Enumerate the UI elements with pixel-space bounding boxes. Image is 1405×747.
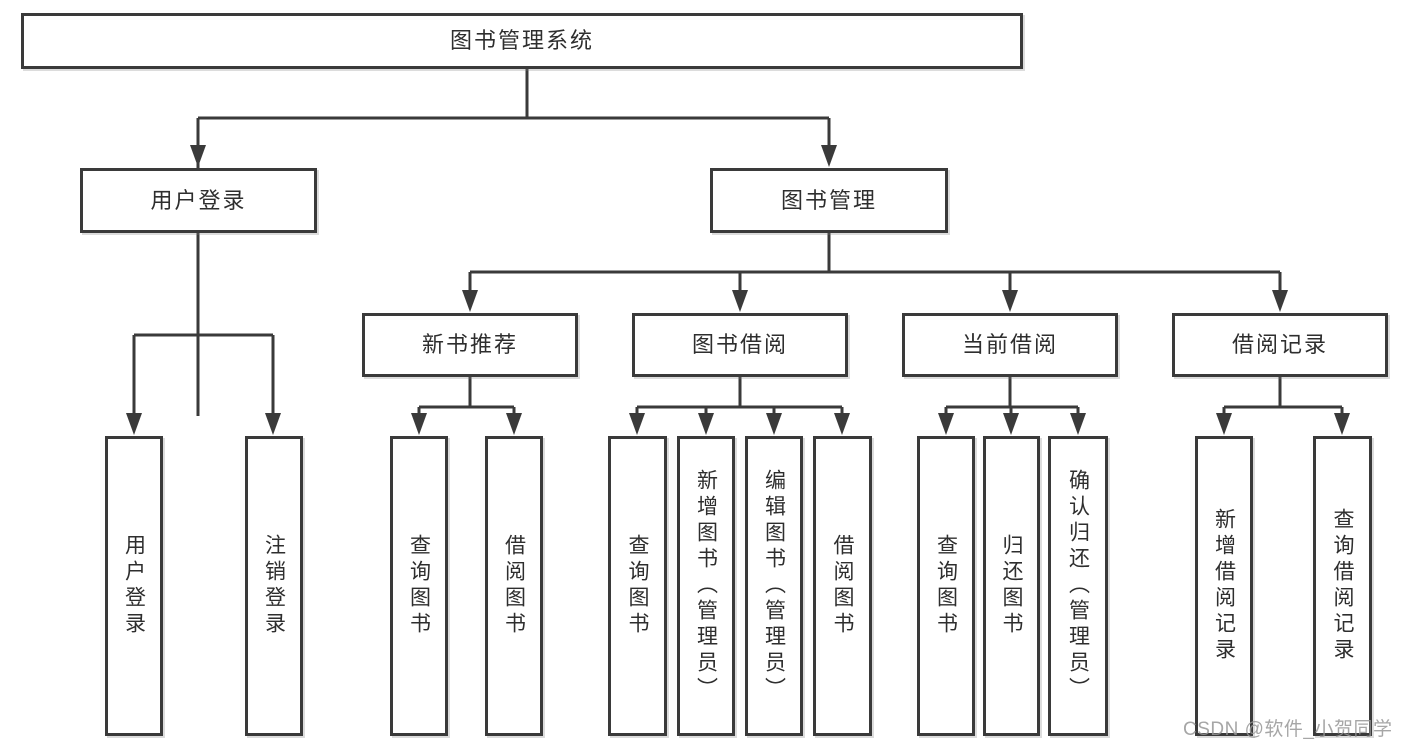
arrowhead xyxy=(629,413,645,435)
node-label: 当前借阅 xyxy=(961,332,1058,357)
arrowhead xyxy=(938,413,954,435)
arrowhead xyxy=(698,413,714,435)
arrowhead xyxy=(1216,413,1232,435)
watermark-text: CSDN @软件_小贺同学 xyxy=(1183,719,1393,740)
arrowhead xyxy=(1334,413,1350,435)
leaf-label: 编辑图书（管理员） xyxy=(762,469,786,703)
node-label: 用户登录 xyxy=(150,187,247,213)
node-book-management: 图书管理 xyxy=(710,168,948,233)
connector-root-to-level2 xyxy=(196,69,831,416)
leaf-query-books-recommend: 查询图书 xyxy=(390,436,448,736)
arrowhead xyxy=(1070,413,1086,435)
leaf-label: 查询图书 xyxy=(934,534,958,638)
arrowhead xyxy=(732,290,748,312)
leaf-label: 查询借阅记录 xyxy=(1331,508,1354,664)
arrowhead xyxy=(411,413,427,435)
node-label: 借阅记录 xyxy=(1231,332,1328,357)
node-label: 图书管理 xyxy=(780,187,877,213)
node-user-login: 用户登录 xyxy=(80,168,317,233)
leaf-add-borrow-record: 新增借阅记录 xyxy=(1195,436,1253,736)
leaf-label: 借阅图书 xyxy=(502,534,526,638)
arrowhead xyxy=(190,145,206,167)
node-borrow-records: 借阅记录 xyxy=(1172,313,1388,377)
leaf-label: 查询图书 xyxy=(407,534,431,638)
arrowhead xyxy=(265,413,281,435)
arrowhead xyxy=(506,413,522,435)
leaf-query-books-borrow: 查询图书 xyxy=(608,436,667,736)
arrowhead xyxy=(462,290,478,312)
leaf-label: 确认归还（管理员） xyxy=(1066,469,1090,703)
leaf-query-books-current: 查询图书 xyxy=(917,436,975,736)
connector-borrowrecord-to-leaves xyxy=(1222,377,1344,415)
leaf-user-login: 用户登录 xyxy=(105,436,163,736)
node-current-borrow: 当前借阅 xyxy=(902,313,1118,377)
node-new-book-recommend: 新书推荐 xyxy=(362,313,578,377)
connector-bookmgmt-to-level3 xyxy=(468,232,1282,292)
leaf-confirm-return-admin: 确认归还（管理员） xyxy=(1048,436,1108,736)
arrowhead xyxy=(821,145,837,167)
node-label: 图书管理系统 xyxy=(449,28,594,53)
leaf-label: 查询图书 xyxy=(626,534,649,638)
leaf-logout: 注销登录 xyxy=(245,436,303,736)
leaf-return-books: 归还图书 xyxy=(983,436,1040,736)
node-label: 新书推荐 xyxy=(421,332,518,357)
arrowhead xyxy=(126,413,142,435)
node-root-system: 图书管理系统 xyxy=(21,13,1023,69)
node-label: 图书借阅 xyxy=(691,332,788,357)
leaf-label: 新增图书（管理员） xyxy=(694,469,718,703)
leaf-label: 借阅图书 xyxy=(831,534,854,638)
connector-newbookrec-to-leaves xyxy=(417,377,516,415)
leaf-borrow-books: 借阅图书 xyxy=(813,436,872,736)
leaf-label: 新增借阅记录 xyxy=(1212,508,1236,664)
leaf-query-borrow-record: 查询借阅记录 xyxy=(1313,436,1372,736)
leaf-borrow-books-recommend: 借阅图书 xyxy=(485,436,543,736)
leaf-label: 注销登录 xyxy=(262,534,286,638)
connector-userlogin-to-leaves xyxy=(132,232,275,415)
arrowhead xyxy=(1003,413,1019,435)
arrowhead xyxy=(834,413,850,435)
arrowhead xyxy=(1002,290,1018,312)
connector-currentborrow-to-leaves xyxy=(944,377,1080,415)
leaf-edit-book-admin: 编辑图书（管理员） xyxy=(745,436,803,736)
arrowhead xyxy=(1272,290,1288,312)
connector-bookborrow-to-leaves xyxy=(635,377,844,415)
leaf-label: 用户登录 xyxy=(122,534,146,638)
leaf-add-book-admin: 新增图书（管理员） xyxy=(677,436,735,736)
leaf-label: 归还图书 xyxy=(1000,534,1023,638)
node-book-borrow: 图书借阅 xyxy=(632,313,848,377)
arrowhead xyxy=(766,413,782,435)
